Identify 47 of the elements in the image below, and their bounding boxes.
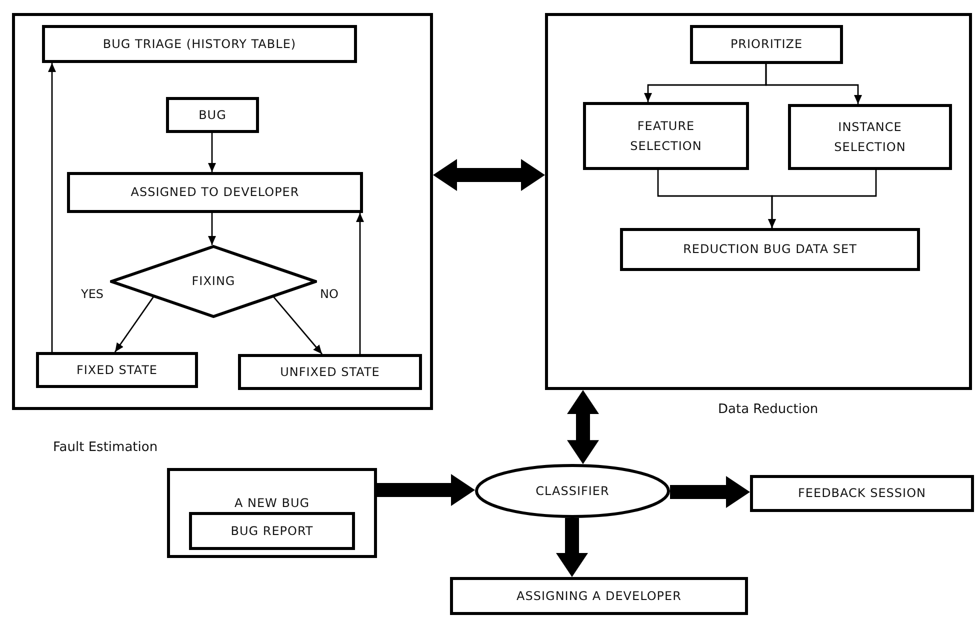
node-label: FEATURE SELECTION (629, 118, 703, 155)
arrow (356, 213, 364, 354)
arrow (273, 296, 323, 354)
process-box (583, 102, 749, 170)
section-title: Fault Estimation (53, 440, 158, 455)
process-box (67, 172, 363, 213)
arrow (48, 63, 56, 352)
classifier-ellipse (475, 464, 670, 518)
process-box (36, 352, 198, 388)
arrow (114, 296, 154, 352)
process-box (42, 25, 357, 63)
process-box (788, 104, 952, 170)
node-label: ASSIGNING A DEVELOPER (516, 588, 682, 605)
process-box (620, 228, 920, 271)
node-label: CLASSIFIER (536, 482, 610, 500)
process-box (690, 25, 843, 64)
process-box (750, 475, 974, 512)
node-label: FIXED STATE (76, 362, 158, 379)
arrow (208, 133, 216, 172)
edge-label: YES (80, 287, 105, 301)
node-label: FIXING (192, 273, 236, 290)
node-label: PRIORITIZE (730, 36, 803, 54)
decision-diamond (110, 245, 317, 318)
arrow (765, 64, 862, 104)
block-arrow (433, 159, 545, 191)
node-label: REDUCTION BUG DATA SET (683, 241, 857, 258)
process-box (166, 97, 259, 133)
node-label: A NEW BUG (234, 495, 310, 512)
node-label: ASSIGNED TO DEVELOPER (130, 184, 300, 202)
block-arrow (670, 476, 750, 508)
arrow (208, 213, 216, 245)
node-label: BUG TRIAGE (HISTORY TABLE) (102, 36, 296, 53)
process-box (189, 512, 355, 550)
edge-label: NO (319, 287, 340, 301)
block-arrow (567, 390, 599, 464)
node-label: BUG (198, 106, 226, 124)
process-box (450, 577, 748, 615)
input-box (167, 468, 377, 558)
node-label: BUG REPORT (230, 522, 314, 540)
block-arrow (377, 474, 475, 506)
node-label: FEEDBACK SESSION (798, 485, 926, 502)
arrow (768, 170, 877, 228)
node-label: UNFIXED STATE (280, 364, 380, 381)
block-arrow (556, 518, 588, 577)
process-box (238, 354, 422, 390)
node-label: INSTANCE SELECTION (833, 118, 907, 156)
section-title: Data Reduction (718, 402, 818, 417)
